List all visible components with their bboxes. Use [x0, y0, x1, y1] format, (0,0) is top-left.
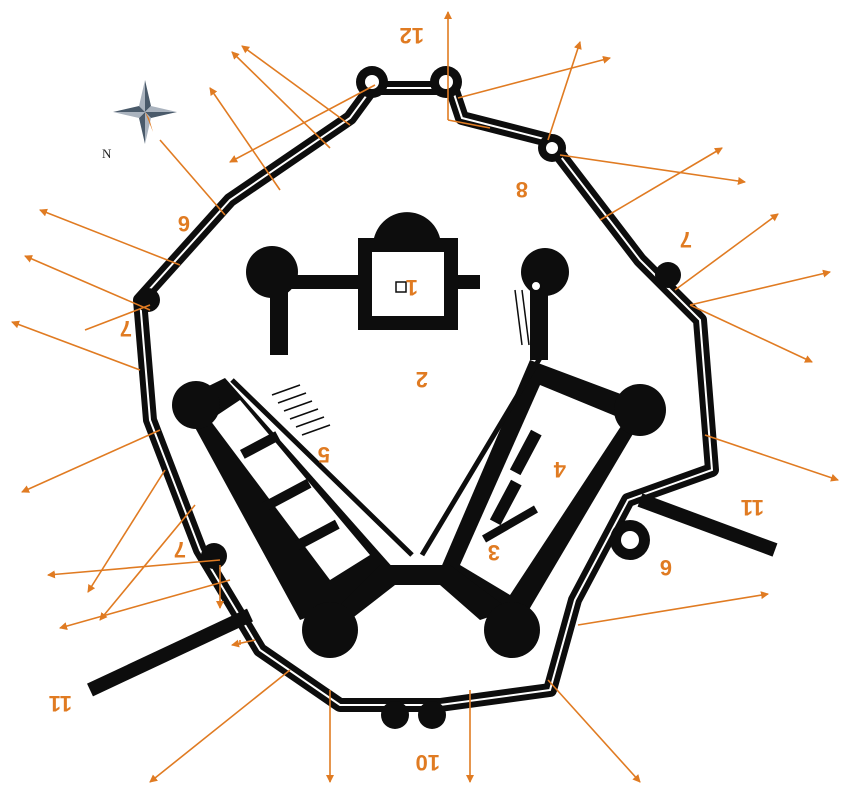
label-11-left: 11 — [49, 691, 72, 716]
firing-line-arrow — [47, 559, 221, 579]
label-2: 2 — [416, 367, 428, 392]
arrow-lines — [11, 11, 839, 783]
label-6-left: 6 — [178, 211, 190, 236]
compass-north-label: N — [102, 146, 112, 161]
label-11-right: 11 — [741, 495, 764, 520]
label-1: 1 — [406, 275, 418, 300]
label-3: 3 — [488, 540, 500, 565]
label-8: 8 — [516, 177, 528, 202]
label-4: 4 — [553, 457, 566, 482]
firing-line-arrow — [547, 679, 641, 783]
firing-line-arrow — [599, 147, 723, 221]
label-10: 10 — [416, 750, 440, 775]
compass-rose: N — [102, 80, 177, 161]
firing-line-arrow — [59, 579, 231, 630]
firing-line-arrow — [229, 84, 376, 163]
spur-walls — [87, 493, 778, 697]
firing-line-arrow — [457, 55, 611, 99]
firing-line-arrow — [559, 154, 746, 185]
firing-line-arrow — [674, 213, 779, 291]
label-12: 12 — [400, 23, 424, 48]
firing-line-arrow — [21, 429, 161, 493]
label-7-left-upper: 7 — [120, 316, 132, 341]
firing-line-arrow — [704, 434, 839, 482]
firing-line-arrow — [689, 269, 831, 306]
label-5: 5 — [318, 442, 330, 467]
label-6-right: 6 — [660, 555, 672, 580]
label-7-left-lower: 7 — [174, 537, 186, 562]
firing-line-arrow — [447, 119, 491, 129]
firing-line-arrow — [24, 255, 151, 311]
firing-line-arrow — [99, 504, 196, 621]
firing-line-arrow — [209, 87, 281, 191]
firing-line-arrow — [547, 41, 582, 141]
firing-line-arrow — [159, 139, 226, 216]
firing-line-arrow — [11, 320, 141, 371]
firing-line-arrow — [231, 639, 256, 648]
inner-castle — [172, 212, 666, 658]
firing-line-arrow — [84, 304, 151, 331]
firing-line-arrow — [231, 51, 331, 149]
firing-line-arrow — [241, 45, 351, 126]
firing-line-arrow — [689, 304, 813, 363]
firing-line-arrow — [577, 591, 769, 626]
label-7-right: 7 — [680, 227, 692, 252]
firing-line-arrow — [87, 469, 166, 593]
firing-line-arrow — [149, 669, 291, 783]
firing-line-arrow — [39, 208, 181, 266]
